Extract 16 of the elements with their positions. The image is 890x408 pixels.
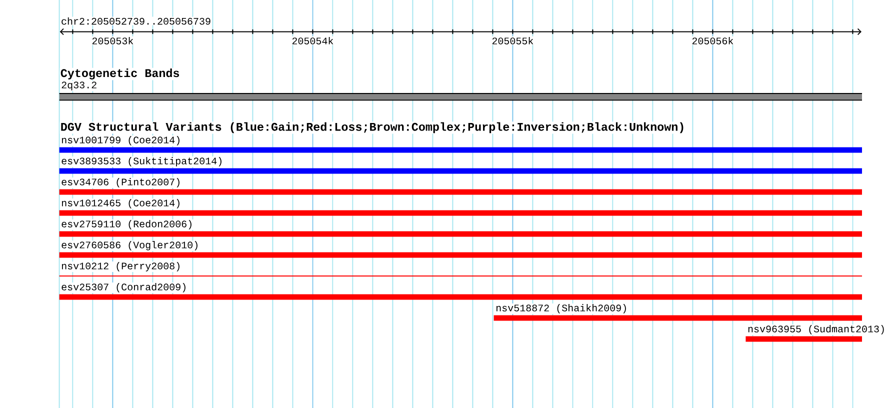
feature-label: esv3893533 (Suktitipat2014) (60, 156, 224, 167)
feature-label: nsv963955 (Sudmant2013) (746, 324, 886, 335)
feature-label: nsv1012465 (Coe2014) (60, 198, 182, 209)
feature-label: 2q33.2 (60, 81, 98, 91)
tick-label: 205054k (291, 36, 334, 45)
tick-label: 205055k (491, 36, 534, 45)
feature-label: esv25307 (Conrad2009) (60, 282, 188, 293)
tick-label: 205053k (91, 36, 134, 45)
feature-label: nsv518872 (Shaikh2009) (495, 303, 628, 314)
feature-label: esv2759110 (Redon2006) (60, 219, 194, 230)
position-label: chr2:205052739..205056739 (60, 16, 212, 26)
feature-label: esv2760586 (Vogler2010) (60, 240, 200, 251)
feature-label: nsv1001799 (Coe2014) (60, 135, 182, 146)
tick-label: 205056k (691, 36, 734, 45)
feature-label: nsv10212 (Perry2008) (60, 261, 182, 272)
feature-label: esv34706 (Pinto2007) (60, 177, 182, 188)
